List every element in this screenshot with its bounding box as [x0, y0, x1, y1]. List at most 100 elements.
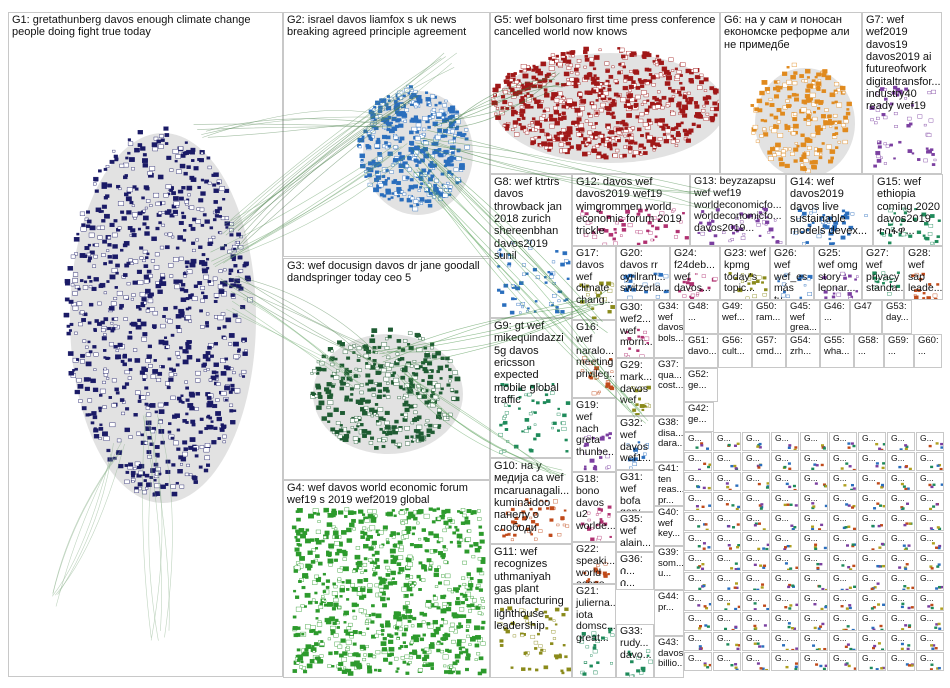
- small-group[interactable]: G...: [713, 592, 741, 611]
- group-g15[interactable]: G15: wef ethiopia coming 2020 davos2019 …: [873, 174, 943, 246]
- small-group[interactable]: G...: [684, 552, 712, 571]
- group-g40[interactable]: G40: wef key...: [654, 506, 684, 546]
- small-group[interactable]: G...: [916, 652, 944, 671]
- small-group[interactable]: G...: [713, 552, 741, 571]
- small-group[interactable]: G...: [800, 492, 828, 511]
- small-group[interactable]: G...: [713, 612, 741, 631]
- small-group[interactable]: G...: [800, 652, 828, 671]
- small-group[interactable]: G...: [887, 432, 915, 451]
- small-group[interactable]: G...: [742, 492, 770, 511]
- small-group[interactable]: G...: [800, 472, 828, 491]
- group-g13[interactable]: G13: beyzazapsu wef wef19 worldeconomicf…: [690, 174, 786, 246]
- group-g44[interactable]: G44: pr...: [654, 590, 684, 636]
- group-g17[interactable]: G17: davos wef climate chang...: [572, 246, 616, 320]
- group-g55[interactable]: G55: wha...: [820, 334, 854, 368]
- group-g5[interactable]: G5: wef bolsonaro first time press confe…: [490, 12, 720, 174]
- small-group[interactable]: G...: [771, 492, 799, 511]
- group-g43[interactable]: G43: davos billio...: [654, 636, 684, 678]
- group-g49[interactable]: G49: wef...: [718, 300, 752, 334]
- small-group[interactable]: G...: [684, 652, 712, 671]
- small-group[interactable]: G...: [829, 632, 857, 651]
- small-group[interactable]: G...: [742, 632, 770, 651]
- group-g28[interactable]: G28: wef sap leade...: [904, 246, 943, 300]
- group-g57[interactable]: G57: cmd...: [752, 334, 786, 368]
- group-g48[interactable]: G48: ...: [684, 300, 718, 334]
- group-g19[interactable]: G19: wef nach greta thunbe...: [572, 398, 616, 472]
- group-g4[interactable]: G4: wef davos world economic forum wef19…: [283, 480, 490, 678]
- group-g20[interactable]: G20: davos rr cyrilram... switzerla...: [616, 246, 670, 300]
- small-group[interactable]: G...: [858, 432, 886, 451]
- small-group[interactable]: G...: [800, 632, 828, 651]
- small-group[interactable]: G...: [887, 492, 915, 511]
- small-group[interactable]: G...: [887, 592, 915, 611]
- group-g56[interactable]: G56: cult...: [718, 334, 752, 368]
- group-g52[interactable]: G52: ge...: [684, 368, 718, 402]
- small-group[interactable]: G...: [684, 612, 712, 631]
- small-group[interactable]: G...: [887, 632, 915, 651]
- small-group[interactable]: G...: [684, 572, 712, 591]
- small-group[interactable]: G...: [858, 632, 886, 651]
- group-g54[interactable]: G54: zrh...: [786, 334, 820, 368]
- small-group[interactable]: G...: [916, 592, 944, 611]
- small-group[interactable]: G...: [800, 432, 828, 451]
- group-g2[interactable]: G2: israel davos liamfox s uk news break…: [283, 12, 490, 257]
- small-group[interactable]: G...: [887, 572, 915, 591]
- small-group[interactable]: G...: [887, 612, 915, 631]
- group-g42[interactable]: G42: ge...: [684, 402, 714, 432]
- small-group[interactable]: G...: [684, 452, 712, 471]
- small-group[interactable]: G...: [916, 532, 944, 551]
- group-g26[interactable]: G26: wef wef_es más tu...: [770, 246, 814, 300]
- small-group[interactable]: G...: [829, 472, 857, 491]
- group-g12[interactable]: G12: davos wef davos2019 wef19 wimgromme…: [572, 174, 690, 246]
- small-group[interactable]: G...: [684, 512, 712, 531]
- small-group[interactable]: G...: [916, 572, 944, 591]
- small-group[interactable]: G...: [771, 432, 799, 451]
- small-group[interactable]: G...: [858, 472, 886, 491]
- group-g34[interactable]: G34: wef davos bols...: [654, 300, 684, 358]
- small-group[interactable]: G...: [829, 592, 857, 611]
- group-g33[interactable]: G33: rudy... davo...: [616, 624, 654, 678]
- small-group[interactable]: G...: [742, 612, 770, 631]
- group-g9[interactable]: G9: gt wef mikequindazzi 5g davos ericss…: [490, 318, 572, 458]
- group-g23[interactable]: G23: wef kpmg today's topic...: [720, 246, 770, 300]
- small-group[interactable]: G...: [713, 572, 741, 591]
- small-group[interactable]: G...: [800, 452, 828, 471]
- small-group[interactable]: G...: [713, 512, 741, 531]
- small-group[interactable]: G...: [742, 652, 770, 671]
- small-group[interactable]: G...: [887, 472, 915, 491]
- small-group[interactable]: G...: [771, 512, 799, 531]
- small-group[interactable]: G...: [771, 532, 799, 551]
- group-g22[interactable]: G22: speaki... world econo...: [572, 542, 616, 584]
- small-group[interactable]: G...: [829, 432, 857, 451]
- small-group[interactable]: G...: [771, 472, 799, 491]
- group-g53[interactable]: G53: day...: [882, 300, 912, 334]
- small-group[interactable]: G...: [916, 452, 944, 471]
- small-group[interactable]: G...: [800, 512, 828, 531]
- group-g39[interactable]: G39: som... u...: [654, 546, 684, 590]
- small-group[interactable]: G...: [887, 532, 915, 551]
- group-g29[interactable]: G29: mark... davos wef: [616, 358, 654, 416]
- small-group[interactable]: G...: [713, 652, 741, 671]
- small-group[interactable]: G...: [829, 492, 857, 511]
- group-g59[interactable]: G59: ...: [884, 334, 914, 368]
- small-group[interactable]: G...: [887, 652, 915, 671]
- group-g47[interactable]: G47: [850, 300, 882, 334]
- group-g21[interactable]: G21: julierna... iota domsc... great...: [572, 584, 616, 678]
- group-g31[interactable]: G31: wef bofa gary: [616, 470, 654, 512]
- small-group[interactable]: G...: [829, 532, 857, 551]
- small-group[interactable]: G...: [887, 552, 915, 571]
- small-group[interactable]: G...: [829, 512, 857, 531]
- group-g46[interactable]: G46: ...: [820, 300, 850, 334]
- small-group[interactable]: G...: [858, 552, 886, 571]
- group-g32[interactable]: G32: wef davos wef1...: [616, 416, 654, 470]
- group-g3[interactable]: G3: wef docusign davos dr jane goodall d…: [283, 258, 490, 480]
- small-group[interactable]: G...: [742, 512, 770, 531]
- group-g10[interactable]: G10: на у медија са wef mcaruanagali... …: [490, 458, 572, 544]
- group-g14[interactable]: G14: wef davos2019 davos live sustainabl…: [786, 174, 873, 246]
- group-g50[interactable]: G50: ram...: [752, 300, 786, 334]
- small-group[interactable]: G...: [800, 552, 828, 571]
- group-g11[interactable]: G11: wef recognizes uthmaniyah gas plant…: [490, 544, 572, 678]
- small-group[interactable]: G...: [916, 552, 944, 571]
- small-group[interactable]: G...: [829, 452, 857, 471]
- small-group[interactable]: G...: [684, 532, 712, 551]
